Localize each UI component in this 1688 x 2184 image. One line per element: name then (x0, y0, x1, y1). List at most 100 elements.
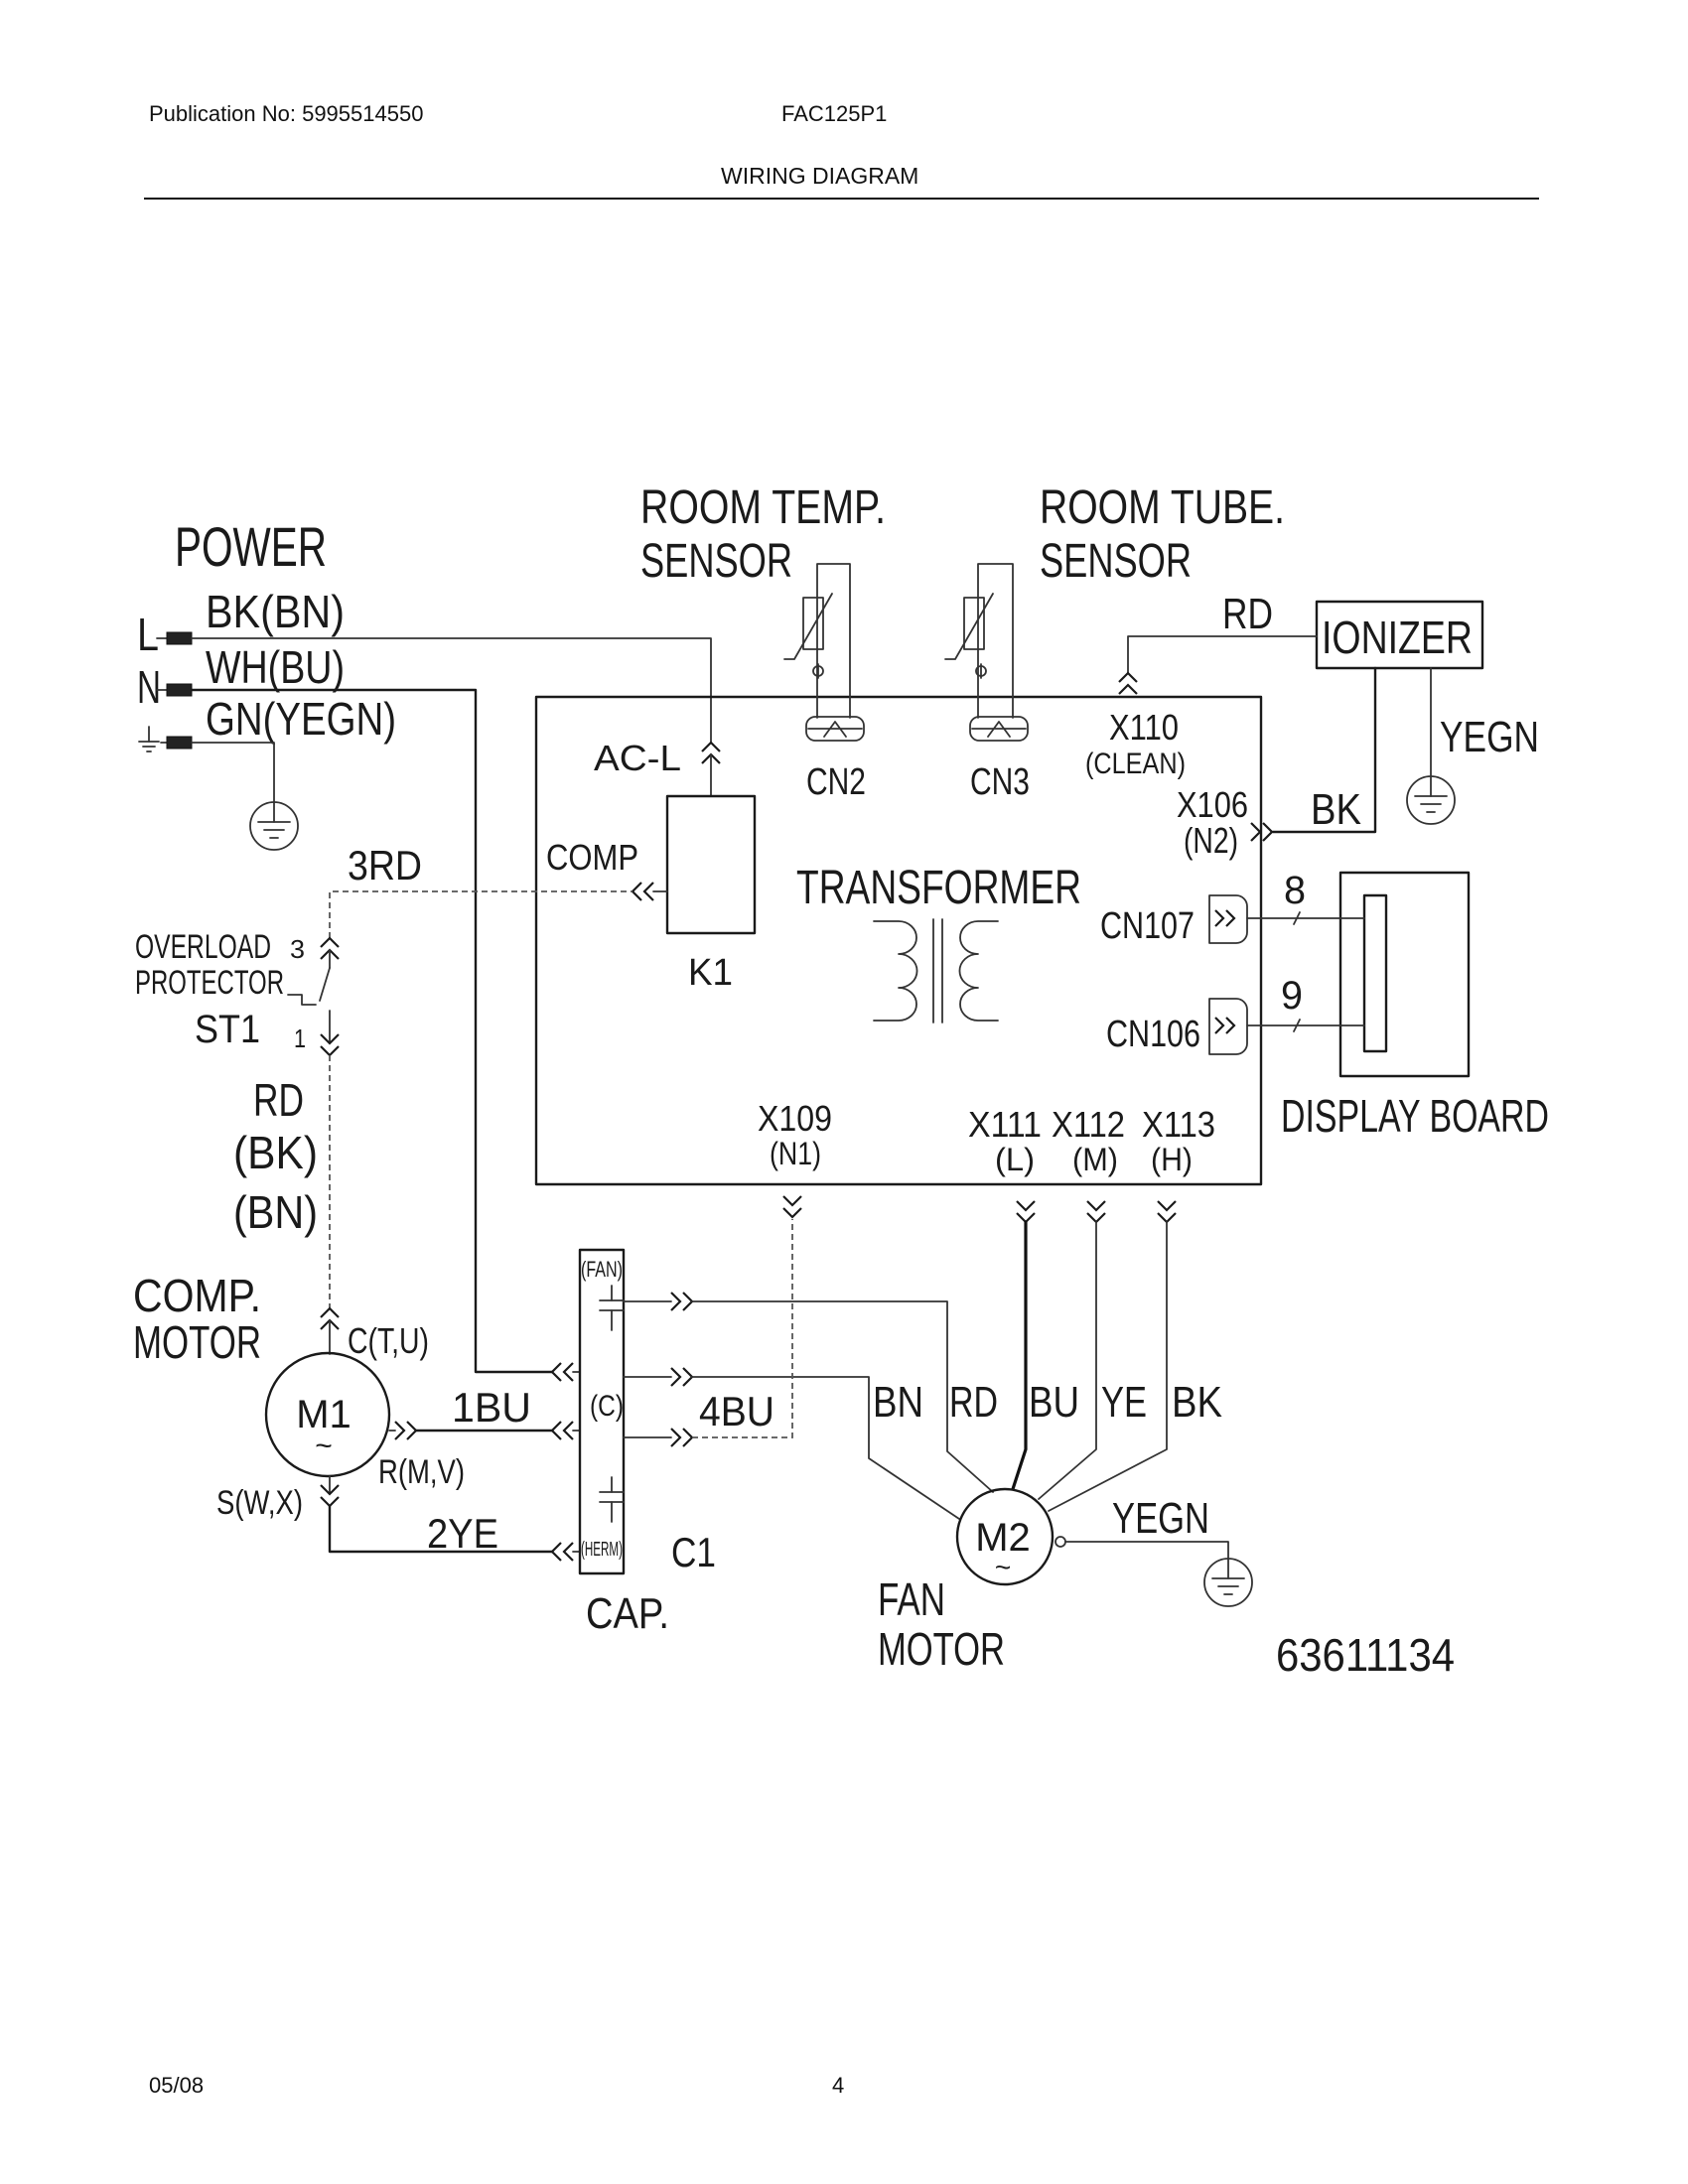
header-rule (144, 198, 1539, 200)
ground-icon (249, 801, 299, 851)
comp-connector-label: COMP (546, 837, 638, 878)
fan-capacitor-icon (599, 1285, 625, 1331)
neutral-wire (190, 688, 554, 1374)
protector-label: PROTECTOR (135, 964, 284, 1002)
fan-motor-ac-symbol: ~ (995, 1552, 1011, 1582)
wire-label-bk-bn: BK(BN) (206, 586, 345, 637)
comp-s-terminal-label: S(W,X) (216, 1484, 303, 1522)
x111-connector-icon (1016, 1200, 1036, 1224)
comp-lead-bk-label: (BK) (233, 1127, 318, 1178)
fan-wire-bu-label: BU (1029, 1378, 1079, 1427)
comp-motor-subtitle: MOTOR (133, 1316, 261, 1368)
fan-wire-bk (1048, 1221, 1168, 1512)
cn2-label: CN2 (806, 761, 866, 803)
comp-motor-id: M1 (296, 1393, 352, 1436)
capacitor-fan-label: (FAN) (581, 1257, 623, 1282)
model-number: FAC125P1 (781, 101, 888, 126)
fan-motor-title: FAN (878, 1573, 945, 1625)
ground-terminal-icon (138, 726, 160, 752)
ionizer-rd-label: RD (1222, 590, 1273, 638)
fan-yegn-label: YEGN (1112, 1494, 1209, 1543)
capacitor-left-arrows-icon (550, 1362, 581, 1562)
fan-wire-rd-label: RD (949, 1378, 998, 1427)
comp-motor-title: COMP. (133, 1270, 261, 1321)
herm-capacitor-icon (599, 1476, 625, 1523)
x109-connector-icon (782, 1195, 802, 1219)
x111-sub-label: (L) (995, 1142, 1035, 1177)
wire-4bu (692, 1219, 793, 1438)
wire-4bu-label: 4BU (699, 1388, 774, 1434)
cn106-label: CN106 (1106, 1014, 1200, 1055)
x106-sub-label: (N2) (1184, 820, 1238, 861)
fan-wire-bk-label: BK (1172, 1378, 1222, 1427)
room-temp-sensor-title: ROOM TEMP. (640, 481, 886, 534)
page-title: WIRING DIAGRAM (721, 163, 919, 189)
ionizer-rd-wire (1127, 635, 1318, 674)
cn3-label: CN3 (970, 761, 1030, 803)
comp-r-terminal-icon (388, 1421, 418, 1440)
comp-motor-ac-symbol: ~ (315, 1430, 333, 1462)
x111-label: X111 (968, 1104, 1042, 1145)
ionizer-bk-wire (1271, 666, 1377, 834)
wire-2ye (328, 1504, 554, 1554)
comp-lead-rd-label: RD (253, 1074, 304, 1126)
fan-motor-subtitle: MOTOR (878, 1623, 1005, 1675)
comp-lead-bn-label: (BN) (233, 1186, 318, 1238)
x113-label: X113 (1142, 1104, 1215, 1145)
ionizer-label: IONIZER (1322, 612, 1473, 663)
line-wire (191, 637, 712, 744)
x113-connector-icon (1157, 1200, 1177, 1224)
ac-l-label: AC-L (594, 738, 681, 778)
fan-wire-bn (691, 1376, 960, 1520)
x109-label: X109 (758, 1098, 832, 1139)
display-board-connector (1362, 893, 1388, 1053)
power-title: POWER (175, 515, 327, 578)
cn107-label: CN107 (1100, 905, 1195, 947)
capacitor-id-label: C1 (671, 1529, 716, 1575)
fan-wire-bn-label: BN (873, 1378, 923, 1427)
ionizer-box (1315, 600, 1484, 670)
room-temp-thermistor-icon (783, 563, 851, 719)
relay-k1 (665, 794, 757, 935)
fan-ground-wire (1064, 1541, 1229, 1579)
fan-motor-id: M2 (975, 1516, 1031, 1560)
comp-s-terminal-icon (320, 1475, 340, 1508)
overload-label: OVERLOAD (135, 928, 271, 966)
x106-connector-icon (1250, 822, 1274, 842)
publication-number: Publication No: 5995514550 (149, 101, 424, 126)
ac-l-connector-icon (701, 741, 721, 797)
comp-r-terminal-label: R(M,V) (378, 1453, 465, 1491)
line-label: L (137, 609, 159, 660)
room-tube-sensor-title: ROOM TUBE. (1040, 481, 1285, 534)
footer-date: 05/08 (149, 2073, 205, 2098)
wire-3rd-label: 3RD (348, 842, 422, 888)
wire-9-label: 9 (1281, 974, 1303, 1018)
cn107-connector-icon (1208, 894, 1248, 944)
capacitor-herm-label: (HERM) (581, 1539, 623, 1561)
x110-sub-label: (CLEAN) (1085, 748, 1186, 780)
fan-ground-icon (1203, 1558, 1253, 1607)
power-terminals (156, 631, 193, 750)
ionizer-yegn-label: YEGN (1440, 713, 1539, 761)
comp-c-terminal-icon (320, 1306, 340, 1355)
fan-wire-rd (691, 1300, 994, 1493)
x112-sub-label: (M) (1072, 1142, 1118, 1177)
wire-3rd (329, 890, 633, 938)
neutral-label: N (137, 661, 161, 713)
capacitor-box (578, 1248, 626, 1575)
capacitor-common-label: (C) (590, 1390, 624, 1423)
x112-label: X112 (1052, 1104, 1125, 1145)
ground-wire (191, 742, 275, 823)
x110-label: X110 (1109, 707, 1179, 748)
ionizer-bk-label: BK (1311, 785, 1361, 834)
fan-wire-ye-label: YE (1101, 1378, 1147, 1427)
wire-8-label: 8 (1284, 869, 1306, 912)
overload-pin-1: 1 (294, 1024, 306, 1053)
capacitor-label: CAP. (586, 1589, 669, 1638)
transformer-icon (873, 918, 999, 1024)
transformer-label: TRANSFORMER (796, 862, 1081, 914)
x110-connector-icon (1118, 671, 1138, 695)
comp-c-terminal-label: C(T,U) (348, 1320, 429, 1361)
fan-motor-symbol (955, 1487, 1055, 1586)
